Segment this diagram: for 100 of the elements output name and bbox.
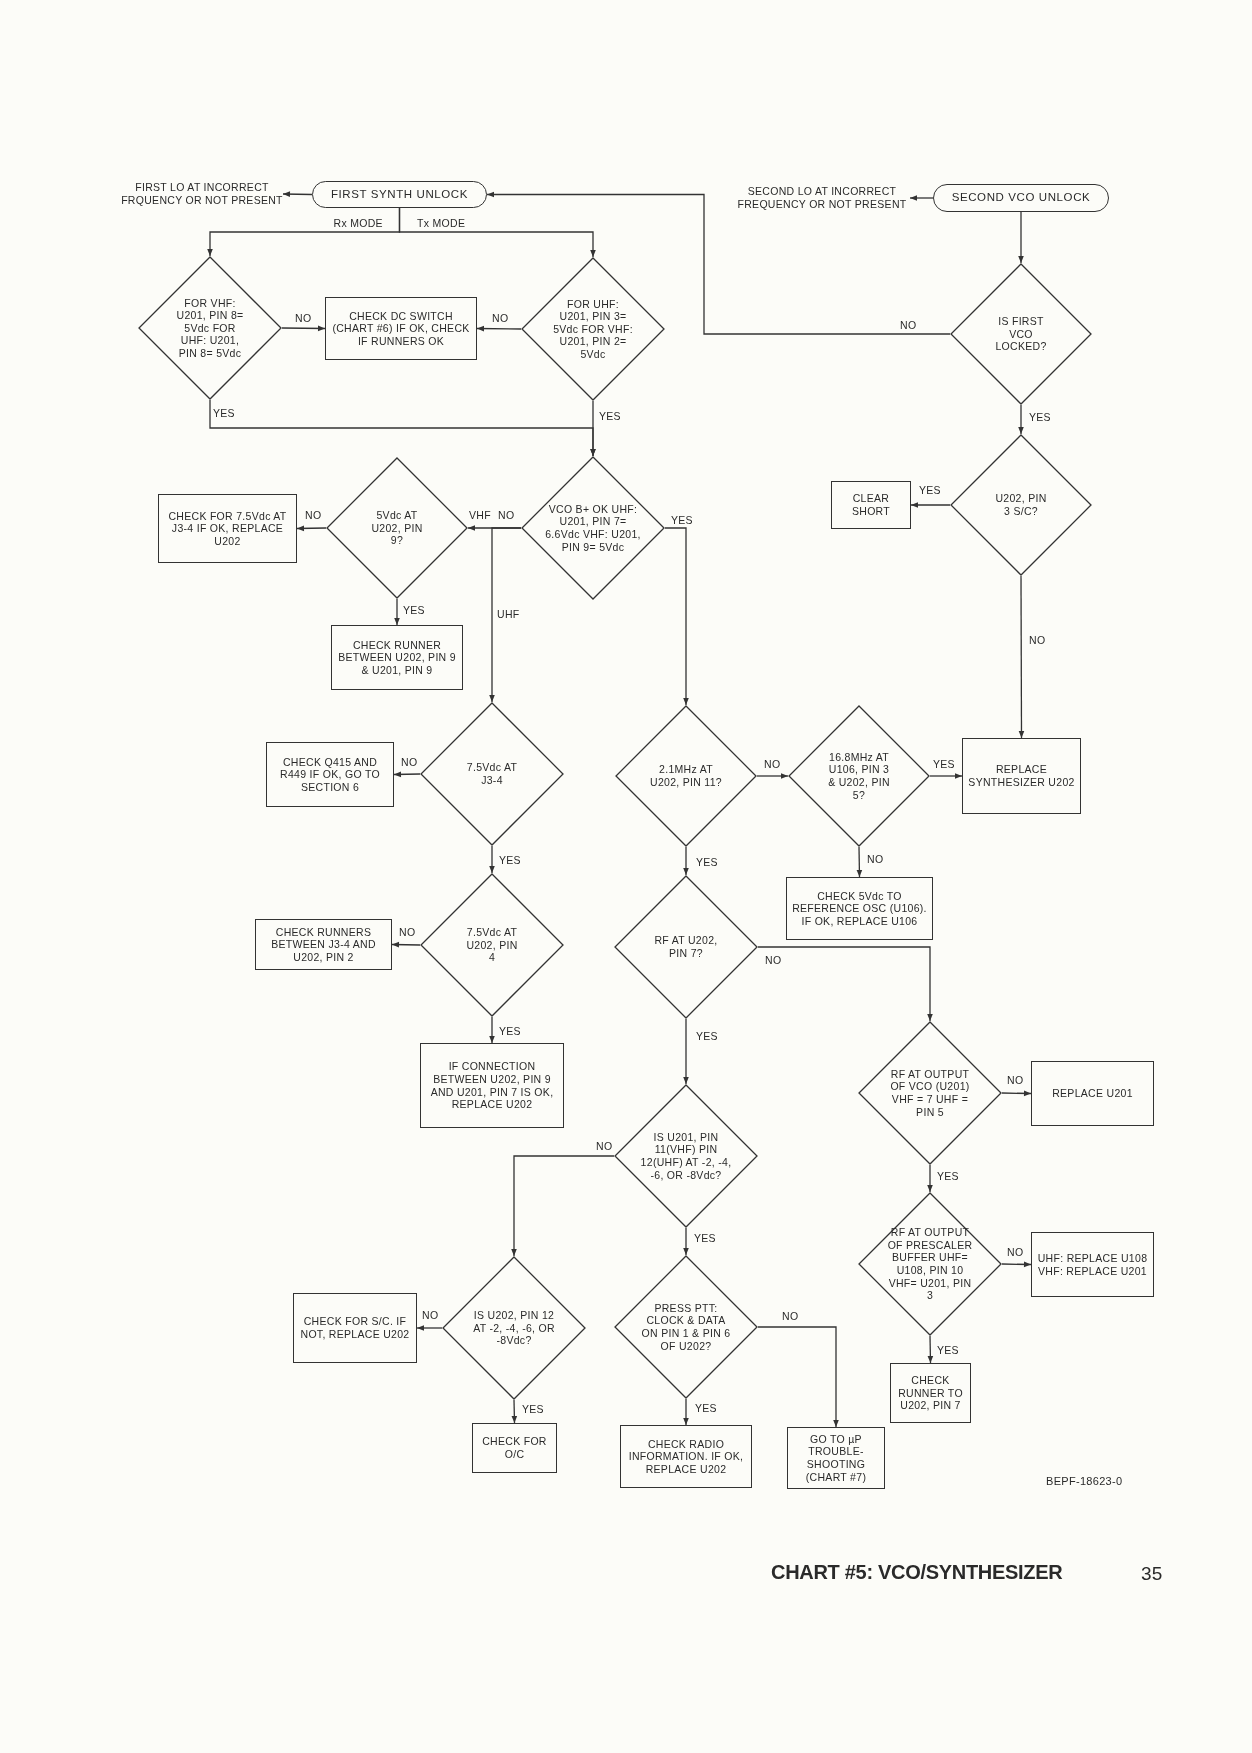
process-box: IF CONNECTION BETWEEN U202, PIN 9 AND U201, PIN 7 IS OK, REPLACE U202 <box>420 1043 564 1128</box>
decision-diamond <box>326 457 468 599</box>
process-box: CHECK FOR 7.5Vdc AT J3-4 IF OK, REPLACE U202 <box>158 494 297 563</box>
arrow <box>756 773 789 779</box>
outcome-text: FIRST LO AT INCORRECT FRQUENCY OR NOT PRESENT <box>121 173 283 215</box>
edge-label: YES <box>695 856 719 868</box>
arrow <box>683 1398 689 1426</box>
decision-text: U202, PIN 3 S/C? <box>994 492 1048 518</box>
edge-label: YES <box>670 514 694 526</box>
decision-text: 5Vdc AT U202, PIN 9? <box>370 509 424 547</box>
process-box: REPLACE SYNTHESIZER U202 <box>962 738 1081 814</box>
arrow <box>398 207 596 258</box>
decision-text: FOR VHF: U201, PIN 8= 5Vdc FOR UHF: U201, PIN 8= 5Vdc <box>175 296 245 360</box>
edge-label: NO <box>491 312 510 324</box>
arrow <box>683 1227 689 1256</box>
arrow <box>416 1325 443 1331</box>
arrow <box>590 400 596 457</box>
arrow <box>1001 1090 1032 1097</box>
arrow <box>282 191 313 197</box>
decision-diamond <box>950 263 1092 405</box>
process-box: CHECK FOR O/C <box>472 1423 557 1473</box>
arrow <box>281 325 326 332</box>
process-box: CHECK 5Vdc TO REFERENCE OSC (U106). IF OK, REPLACE U106 <box>786 877 933 940</box>
decision-diamond <box>138 256 282 400</box>
arrow <box>910 502 951 508</box>
edge-label: YES <box>695 1030 719 1042</box>
process-box: CLEAR SHORT <box>831 481 911 529</box>
edge-label: YES <box>693 1232 717 1244</box>
decision-text: RF AT OUTPUT OF PRESCALER BUFFER UHF= U108, PIN 10 VHF= U201, PIN 3 <box>886 1226 974 1302</box>
arrow <box>909 195 934 201</box>
decision-text: VCO B+ OK UHF: U201, PIN 7= 6.6Vdc VHF: U201, PIN 9= 5Vdc <box>545 502 641 554</box>
edge-label: YES <box>521 1403 545 1415</box>
process-box: CHECK FOR S/C. IF NOT, REPLACE U202 <box>293 1293 417 1363</box>
edge-label: NO <box>595 1140 614 1152</box>
edge-label: YES <box>212 407 236 419</box>
decision-diamond <box>420 702 564 846</box>
edge-label: YES <box>918 484 942 496</box>
edge-label: YES <box>498 1025 522 1037</box>
process-box: CHECK RUNNER TO U202, PIN 7 <box>890 1363 971 1423</box>
edge-label: NO <box>1006 1246 1025 1258</box>
arrow <box>476 325 522 332</box>
arrow <box>489 527 522 703</box>
edge-label: NO <box>763 758 782 770</box>
edge-label: YES <box>936 1344 960 1356</box>
edge-label: YES <box>694 1402 718 1414</box>
terminal-box: FIRST SYNTH UNLOCK <box>312 181 487 208</box>
arrow <box>1018 211 1024 264</box>
process-box: GO TO µP TROUBLE-SHOOTING (CHART #7) <box>787 1427 885 1489</box>
arrow <box>757 1326 839 1428</box>
edge-label: YES <box>1028 411 1052 423</box>
edge-label: YES <box>936 1170 960 1182</box>
decision-text: PRESS PTT: CLOCK & DATA ON PIN 1 & PIN 6 OF U202? <box>640 1301 732 1353</box>
decision-diamond <box>521 456 665 600</box>
decision-text: IS U201, PIN 11(VHF) PIN 12(UHF) AT -2, -4, -6, OR -8Vdc? <box>639 1130 733 1182</box>
arrow <box>664 527 689 706</box>
edge-label: NO <box>304 509 323 521</box>
decision-diamond <box>950 434 1092 576</box>
edge-label: NO <box>764 954 783 966</box>
decision-diamond <box>614 1255 758 1399</box>
chart-title: CHART #5: VCO/SYNTHESIZER <box>771 1561 1063 1584</box>
process-box: REPLACE U201 <box>1031 1061 1154 1126</box>
arrow <box>856 846 863 878</box>
process-box: CHECK RADIO INFORMATION. IF OK, REPLACE U202 <box>620 1425 752 1488</box>
decision-text: IS FIRST VCO LOCKED? <box>994 315 1048 353</box>
arrow <box>511 1399 518 1424</box>
process-box: UHF: REPLACE U108 VHF: REPLACE U201 <box>1031 1232 1154 1297</box>
arrow <box>489 1016 495 1044</box>
decision-text: RF AT U202, PIN 7? <box>654 934 718 960</box>
arrow <box>757 946 933 1022</box>
decision-text: RF AT OUTPUT OF VCO (U201) VHF = 7 UHF = PIN 5 <box>889 1067 971 1119</box>
decision-text: 7.5Vdc AT U202, PIN 4 <box>465 926 519 964</box>
decision-diamond <box>614 875 758 1019</box>
edge-label: NO <box>899 319 918 331</box>
arrow <box>683 1018 689 1085</box>
decision-diamond <box>858 1192 1002 1336</box>
edge-label: NO <box>398 926 417 938</box>
decision-diamond <box>788 705 930 847</box>
process-box: CHECK RUNNER BETWEEN U202, PIN 9 & U201, PIN 9 <box>331 625 463 690</box>
arrow <box>296 525 327 532</box>
decision-text: 2.1MHz AT U202, PIN 11? <box>649 763 723 789</box>
arrow <box>391 941 421 948</box>
process-box: CHECK DC SWITCH (CHART #6) IF OK, CHECK IF RUNNERS OK <box>325 297 477 360</box>
decision-text: 7.5Vdc AT J3-4 <box>465 761 519 787</box>
decision-text: 16.8MHz AT U106, PIN 3 & U202, PIN 5? <box>827 750 891 802</box>
decision-diamond <box>858 1021 1002 1165</box>
edge-label: NO <box>866 853 885 865</box>
edge-label: NO <box>400 756 419 768</box>
decision-diamond <box>614 1084 758 1228</box>
edge-label: NO <box>421 1309 440 1321</box>
edge-label: NO <box>1006 1074 1025 1086</box>
edge-label: NO <box>1028 634 1047 646</box>
arrow <box>927 1335 934 1364</box>
edge-label: YES <box>932 758 956 770</box>
decision-diamond <box>442 1256 586 1400</box>
arrow <box>683 846 689 876</box>
decision-text: IS U202, PIN 12 AT -2, -4, -6, OR -8Vdc? <box>472 1309 556 1347</box>
edge-label: YES <box>598 410 622 422</box>
process-box: CHECK RUNNERS BETWEEN J3-4 AND U202, PIN 2 <box>255 919 392 970</box>
arrow <box>489 845 495 874</box>
arrow <box>927 1164 933 1193</box>
